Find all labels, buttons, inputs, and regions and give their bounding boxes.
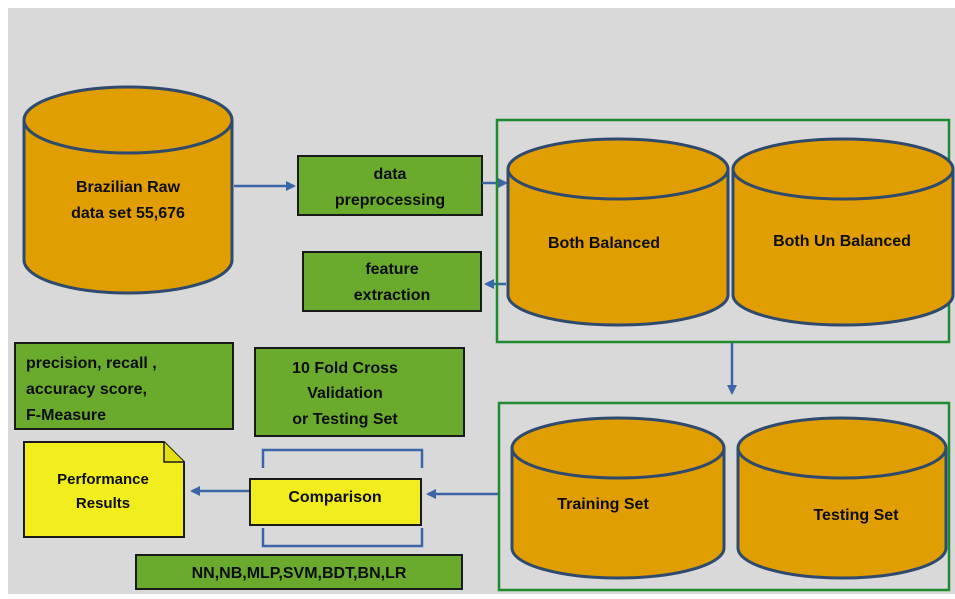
- cross-validation-line1: 10 Fold Cross: [292, 360, 398, 377]
- cross-validation-line2: Validation: [307, 385, 383, 402]
- both-unbalanced-label: Both Un Balanced: [773, 233, 911, 250]
- both-unbalanced-cylinder: Both Un Balanced: [731, 137, 955, 327]
- raw-data-label-line1: Brazilian Raw: [76, 179, 181, 196]
- training-set-cylinder: Training Set: [510, 416, 726, 580]
- feature-extraction-box: feature extraction: [302, 251, 482, 312]
- preprocessing-label-line1: data: [374, 166, 407, 183]
- raw-data-label-line2: data set 55,676: [71, 205, 185, 222]
- both-balanced-cylinder: Both Balanced: [506, 137, 730, 327]
- comparison-bracket-bottom: [261, 528, 424, 548]
- comparison-box: Comparison: [249, 478, 422, 526]
- algorithms-label: NN,NB,MLP,SVM,BDT,BN,LR: [192, 565, 407, 582]
- comparison-bracket-top: [261, 448, 424, 468]
- algorithms-box: NN,NB,MLP,SVM,BDT,BN,LR: [135, 554, 463, 590]
- testing-set-cylinder: Testing Set: [736, 416, 948, 580]
- metrics-box: precision, recall , accuracy score, F-Me…: [14, 342, 234, 430]
- metrics-label-line2: accuracy score,: [26, 381, 147, 398]
- raw-data-cylinder: Brazilian Raw data set 55,676: [22, 85, 234, 295]
- preprocessing-label-line2: preprocessing: [335, 192, 445, 209]
- split-datasets-frame: [497, 401, 951, 592]
- performance-label-line1: Performance: [57, 471, 149, 488]
- performance-results-document: Performance Results: [23, 441, 185, 538]
- feature-label-line2: extraction: [354, 287, 430, 304]
- cross-validation-line3: or Testing Set: [292, 411, 398, 428]
- metrics-label-line1: precision, recall ,: [26, 355, 157, 372]
- cross-validation-box: 10 Fold Cross Validation or Testing Set: [254, 347, 465, 437]
- both-balanced-label: Both Balanced: [548, 235, 660, 252]
- performance-label-line2: Results: [76, 495, 130, 512]
- feature-label-line1: feature: [365, 261, 418, 278]
- comparison-label: Comparison: [288, 489, 381, 506]
- metrics-label-line3: F-Measure: [26, 407, 106, 424]
- testing-set-label: Testing Set: [813, 507, 899, 524]
- preprocessing-box: data preprocessing: [297, 155, 483, 216]
- training-set-label: Training Set: [557, 496, 649, 513]
